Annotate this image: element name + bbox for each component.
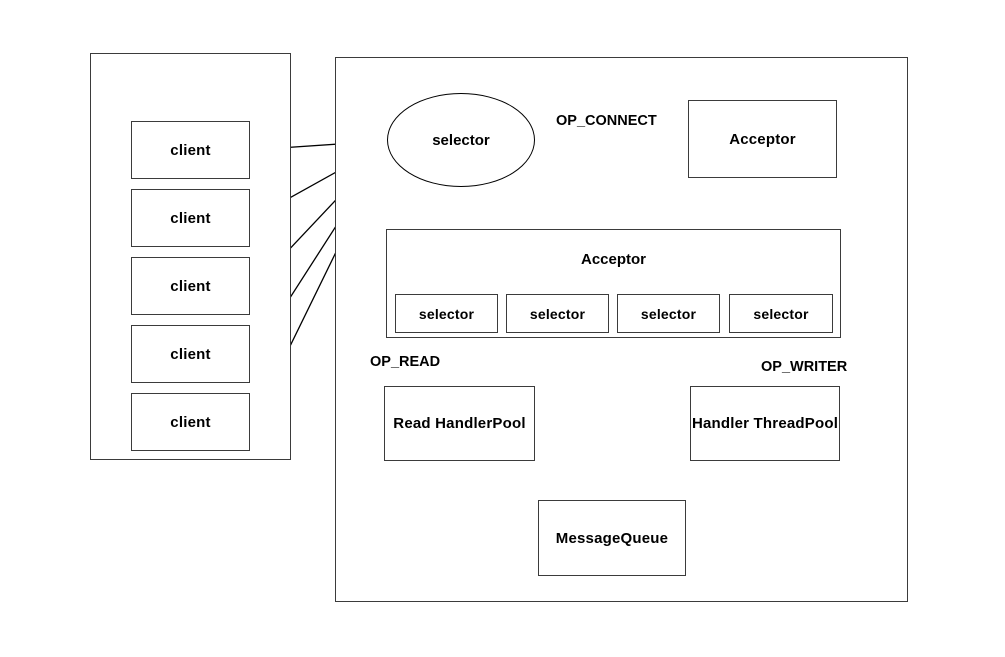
acceptor-box[interactable]: Acceptor xyxy=(688,100,837,178)
acceptor-selector-box-2[interactable]: selector xyxy=(506,294,609,333)
client-label: client xyxy=(170,141,211,159)
client-box-4[interactable]: client xyxy=(131,325,250,383)
client-box-2[interactable]: client xyxy=(131,189,250,247)
acceptor-selector-box-1[interactable]: selector xyxy=(395,294,498,333)
read-handler-pool-label: Read HandlerPool xyxy=(393,415,526,432)
client-label: client xyxy=(170,209,211,227)
handler-thread-pool-label: Handler ThreadPool xyxy=(691,415,839,432)
client-label: client xyxy=(170,277,211,295)
read-handler-pool-box[interactable]: Read HandlerPool xyxy=(384,386,535,461)
client-label: client xyxy=(170,345,211,363)
handler-thread-pool-box[interactable]: Handler ThreadPool xyxy=(690,386,840,461)
acceptor-selector-box-4[interactable]: selector xyxy=(729,294,833,333)
edge-label-op-writer: OP_WRITER xyxy=(761,359,848,375)
selector-label: selector xyxy=(640,305,697,322)
selector-label: selector xyxy=(418,305,475,322)
client-box-1[interactable]: client xyxy=(131,121,250,179)
message-queue-box[interactable]: MessageQueue xyxy=(538,500,686,576)
message-queue-label: MessageQueue xyxy=(555,529,669,547)
client-group-container xyxy=(90,53,291,460)
acceptor-selector-box-3[interactable]: selector xyxy=(617,294,720,333)
main-selector-label: selector xyxy=(432,131,490,149)
acceptor-group-title: Acceptor xyxy=(580,251,647,268)
main-selector-ellipse[interactable]: selector xyxy=(387,93,535,187)
client-label: client xyxy=(170,413,211,431)
selector-label: selector xyxy=(529,305,586,322)
client-box-5[interactable]: client xyxy=(131,393,250,451)
selector-label: selector xyxy=(753,305,809,322)
acceptor-label: Acceptor xyxy=(729,130,796,148)
edge-label-op-read: OP_READ xyxy=(370,354,441,370)
client-box-3[interactable]: client xyxy=(131,257,250,315)
edge-label-op-connect: OP_CONNECT xyxy=(556,113,657,129)
